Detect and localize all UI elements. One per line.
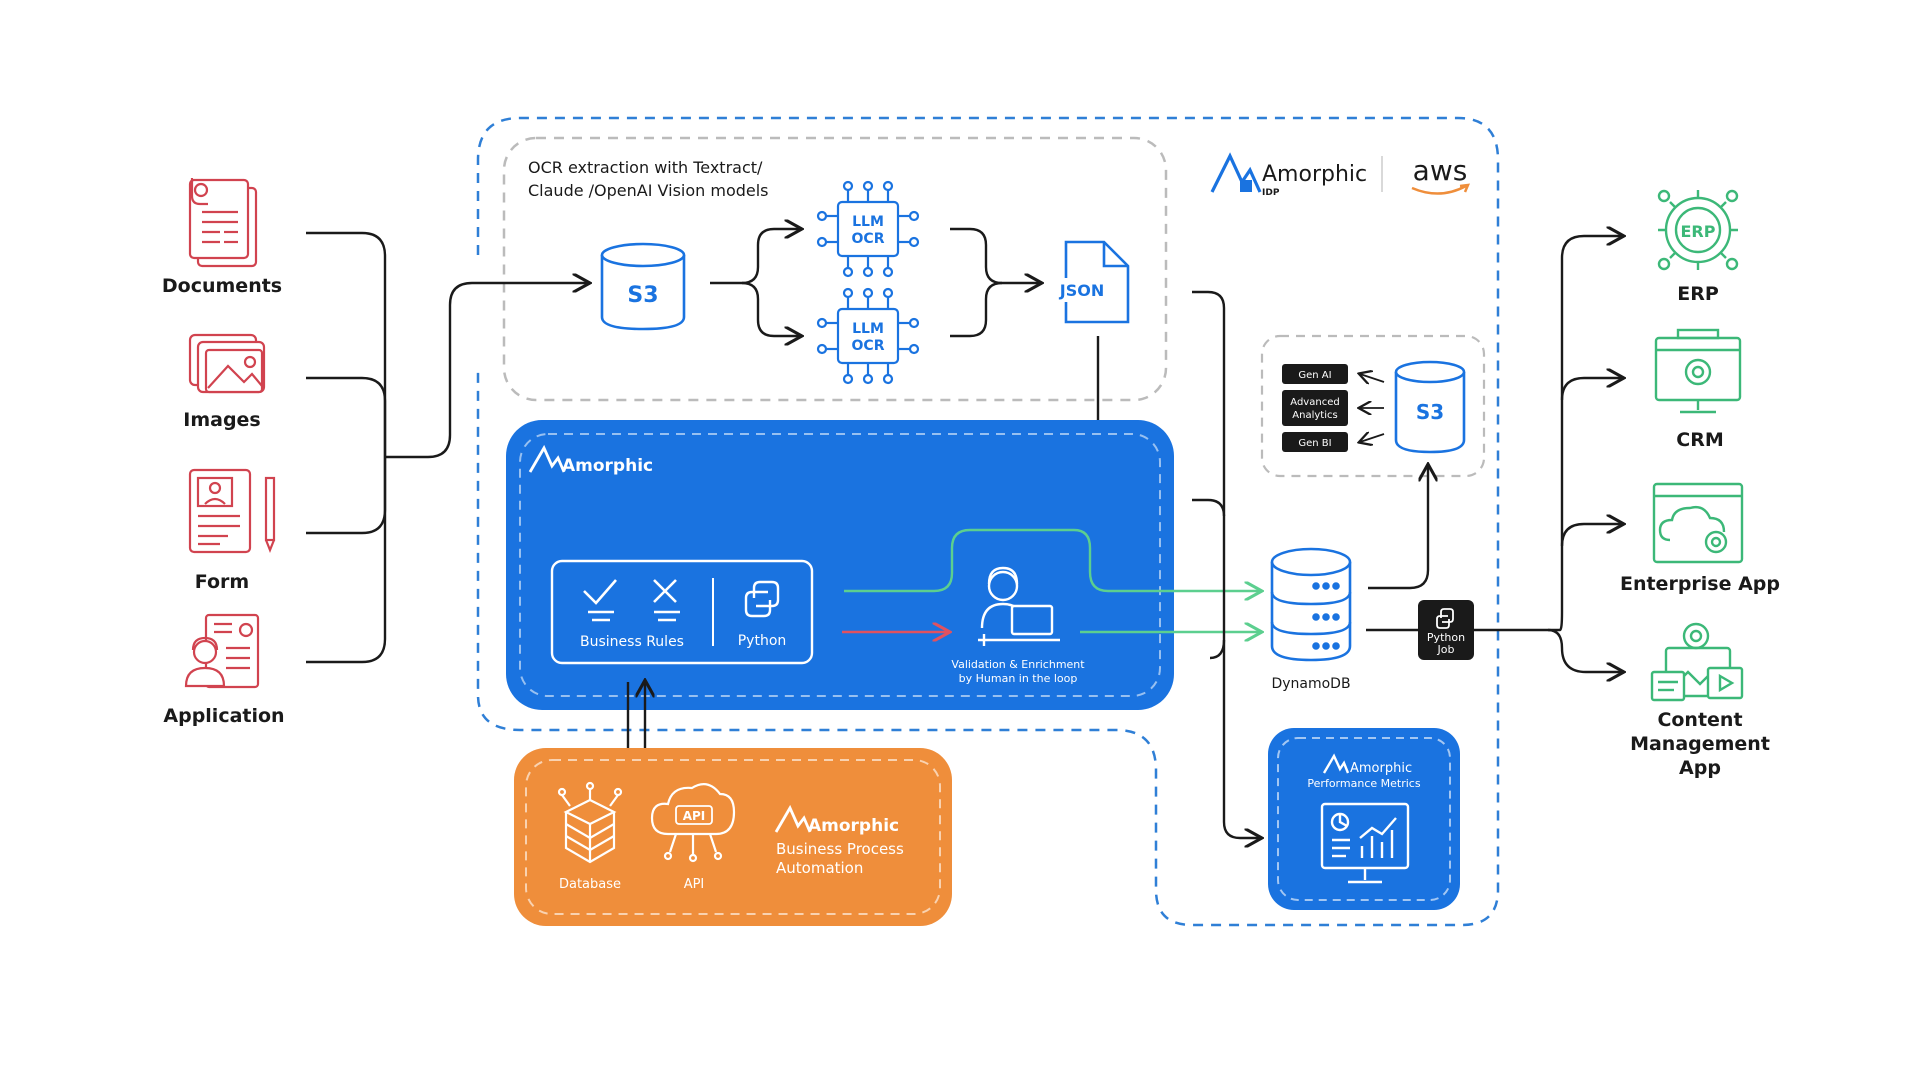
crm-monitor-icon [1654,328,1742,414]
ocr-caption-line2: Claude /OpenAI Vision models [528,181,769,200]
human-loop-line2: by Human in the loop [959,672,1078,685]
json-label: JSON [1059,281,1104,300]
json-to-dynamodb-lines [1192,290,1260,838]
dynamodb-icon [1270,547,1352,662]
chip1-label-line2: OCR [852,231,885,247]
python-job-line1: Python [1427,631,1465,644]
bpa-database-label: Database [559,877,621,892]
amorphic-logo-icon [528,444,566,473]
dashboard-monitor-icon [1320,802,1410,884]
analytics-box [1260,334,1486,478]
chip2-label-line2: OCR [852,338,885,354]
amorphic-panel-inner-dash [519,433,1161,697]
s3-to-chips-lines [710,229,800,336]
erp-badge: ERP [1681,222,1716,241]
s3-label-analytics: S3 [1416,400,1444,424]
amorphic-boundary [476,116,1500,927]
amorphic-logo-icon [1322,753,1350,774]
gen-bi-badge [1282,432,1348,452]
input-label-form: Form [195,571,249,593]
cross-icon [653,579,680,622]
amorphic-idp-name: Amorphic [1262,162,1367,187]
check-icon [583,579,617,622]
images-icon [188,333,266,394]
metrics-brand: Amorphic [1350,761,1412,776]
output-label-enterprise-app: Enterprise App [1620,573,1780,595]
input-label-application: Application [163,705,284,727]
output-fan-lines [1547,236,1622,672]
amorphic-idp-sub: IDP [1262,188,1280,198]
api-badge-box [675,805,713,825]
input-label-images: Images [183,409,260,431]
gen-bi-label: Gen BI [1298,438,1331,449]
metrics-inner-dash [1277,737,1451,901]
bpa-api-label: API [684,877,705,892]
content-management-icon [1650,622,1744,702]
gen-ai-label: Gen AI [1298,370,1331,381]
python-icon [1436,608,1454,629]
dynamodb-to-s3-line [1368,466,1428,590]
python-job-line2: Job [1437,643,1455,656]
database-icon [557,781,623,864]
api-badge-text: API [683,809,706,823]
advanced-analytics-line2: Analytics [1292,410,1337,421]
form-icon [188,468,276,554]
python-label: Python [738,633,787,649]
ocr-caption-line1: OCR extraction with Textract/ [528,158,763,177]
api-cloud-icon [650,783,736,863]
output-label-crm: CRM [1676,429,1723,451]
s3-label-top: S3 [627,283,658,308]
bpa-brand: Amorphic [808,816,899,836]
rules-pass-line [844,528,1260,591]
output-label-cms-line2: Management [1630,733,1770,755]
output-label-erp: ERP [1677,283,1719,305]
advanced-analytics-line1: Advanced [1290,397,1339,408]
chip1-label-line1: LLM [852,214,884,230]
llm-ocr-chip-icon [816,180,920,278]
document-icon [188,178,258,268]
ocr-extraction-box [502,136,1168,402]
aws-smile-icon [1411,183,1471,195]
python-job-badge[interactable] [1418,600,1474,660]
s3-to-analytics-arrows [1360,374,1385,442]
gen-ai-badge [1282,364,1348,384]
enterprise-app-icon [1652,482,1744,564]
advanced-analytics-badge [1282,390,1348,426]
bpa-inner-dash [525,759,941,915]
amorphic-logo-icon [1210,152,1262,193]
erp-gear-icon [1657,189,1739,271]
amorphic-processing-panel [506,420,1174,710]
human-reviewer-icon [978,566,1060,646]
amorphic-logo-icon [774,804,812,833]
bpa-line2: Automation [776,859,863,877]
human-loop-line1: Validation & Enrichment [951,658,1085,671]
python-icon [744,580,780,618]
output-label-cms-line3: App [1679,757,1721,779]
chip2-label-line1: LLM [852,321,884,337]
performance-metrics-panel [1268,728,1460,910]
dynamodb-label: DynamoDB [1271,676,1350,692]
s3-bucket-icon [1394,360,1466,454]
json-label-bg [1052,278,1110,302]
input-merge-lines [306,231,588,664]
blue-panel-brand: Amorphic [562,456,653,476]
business-process-automation-panel [514,748,952,926]
metrics-subtitle: Performance Metrics [1307,777,1420,790]
s3-bucket-icon [600,242,686,331]
business-rules-card [550,559,814,665]
input-label-documents: Documents [162,275,282,297]
llm-ocr-chip-icon [816,287,920,385]
chips-to-json-lines [950,227,1040,338]
aws-logo: aws [1413,154,1468,187]
output-label-cms-line1: Content [1657,709,1742,731]
business-rules-label: Business Rules [580,634,684,650]
bpa-line1: Business Process [776,840,904,858]
application-icon [184,613,260,689]
